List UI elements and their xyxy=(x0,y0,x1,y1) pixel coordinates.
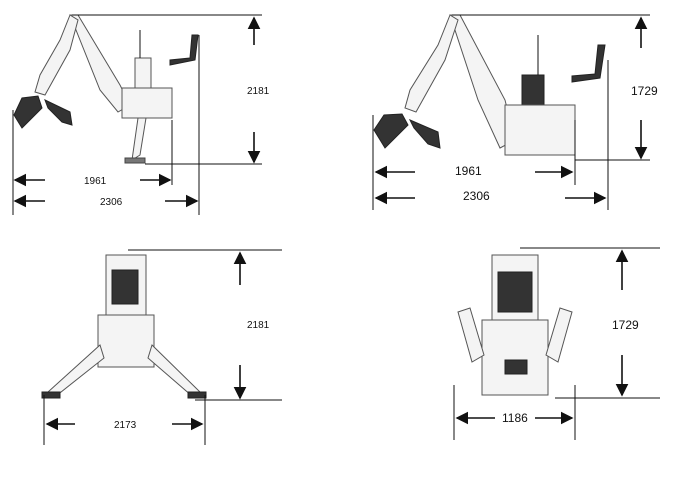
dimension-lines xyxy=(372,14,650,210)
length-dimension-label: 2306 xyxy=(100,197,123,208)
height-dimension-label: 2181 xyxy=(247,86,270,97)
backhoe-rear-drawing xyxy=(457,254,573,396)
backhoe-rear-drawing xyxy=(41,254,207,399)
length-dimension-label: 2306 xyxy=(463,189,490,203)
height-dimension-label: 1729 xyxy=(612,318,639,332)
backhoe-side-drawing xyxy=(373,14,606,156)
reach-dimension-label: 1961 xyxy=(455,164,482,178)
side-view-large: 1729 1961 2306 xyxy=(372,14,658,210)
rear-view-small: 2181 2173 xyxy=(41,249,282,445)
width-dimension-label: 2173 xyxy=(114,420,137,431)
dimension-lines xyxy=(12,14,262,215)
backhoe-side-drawing xyxy=(13,14,199,164)
dimension-lines xyxy=(453,247,660,440)
height-dimension-label: 2181 xyxy=(247,320,270,331)
side-view-small: 2181 1961 2306 xyxy=(12,14,270,215)
dimension-lines xyxy=(43,249,282,445)
height-dimension-label: 1729 xyxy=(631,84,658,98)
rear-view-large: 1729 1186 xyxy=(453,247,660,440)
reach-dimension-label: 1961 xyxy=(84,176,107,187)
width-dimension-label: 1186 xyxy=(502,411,528,425)
